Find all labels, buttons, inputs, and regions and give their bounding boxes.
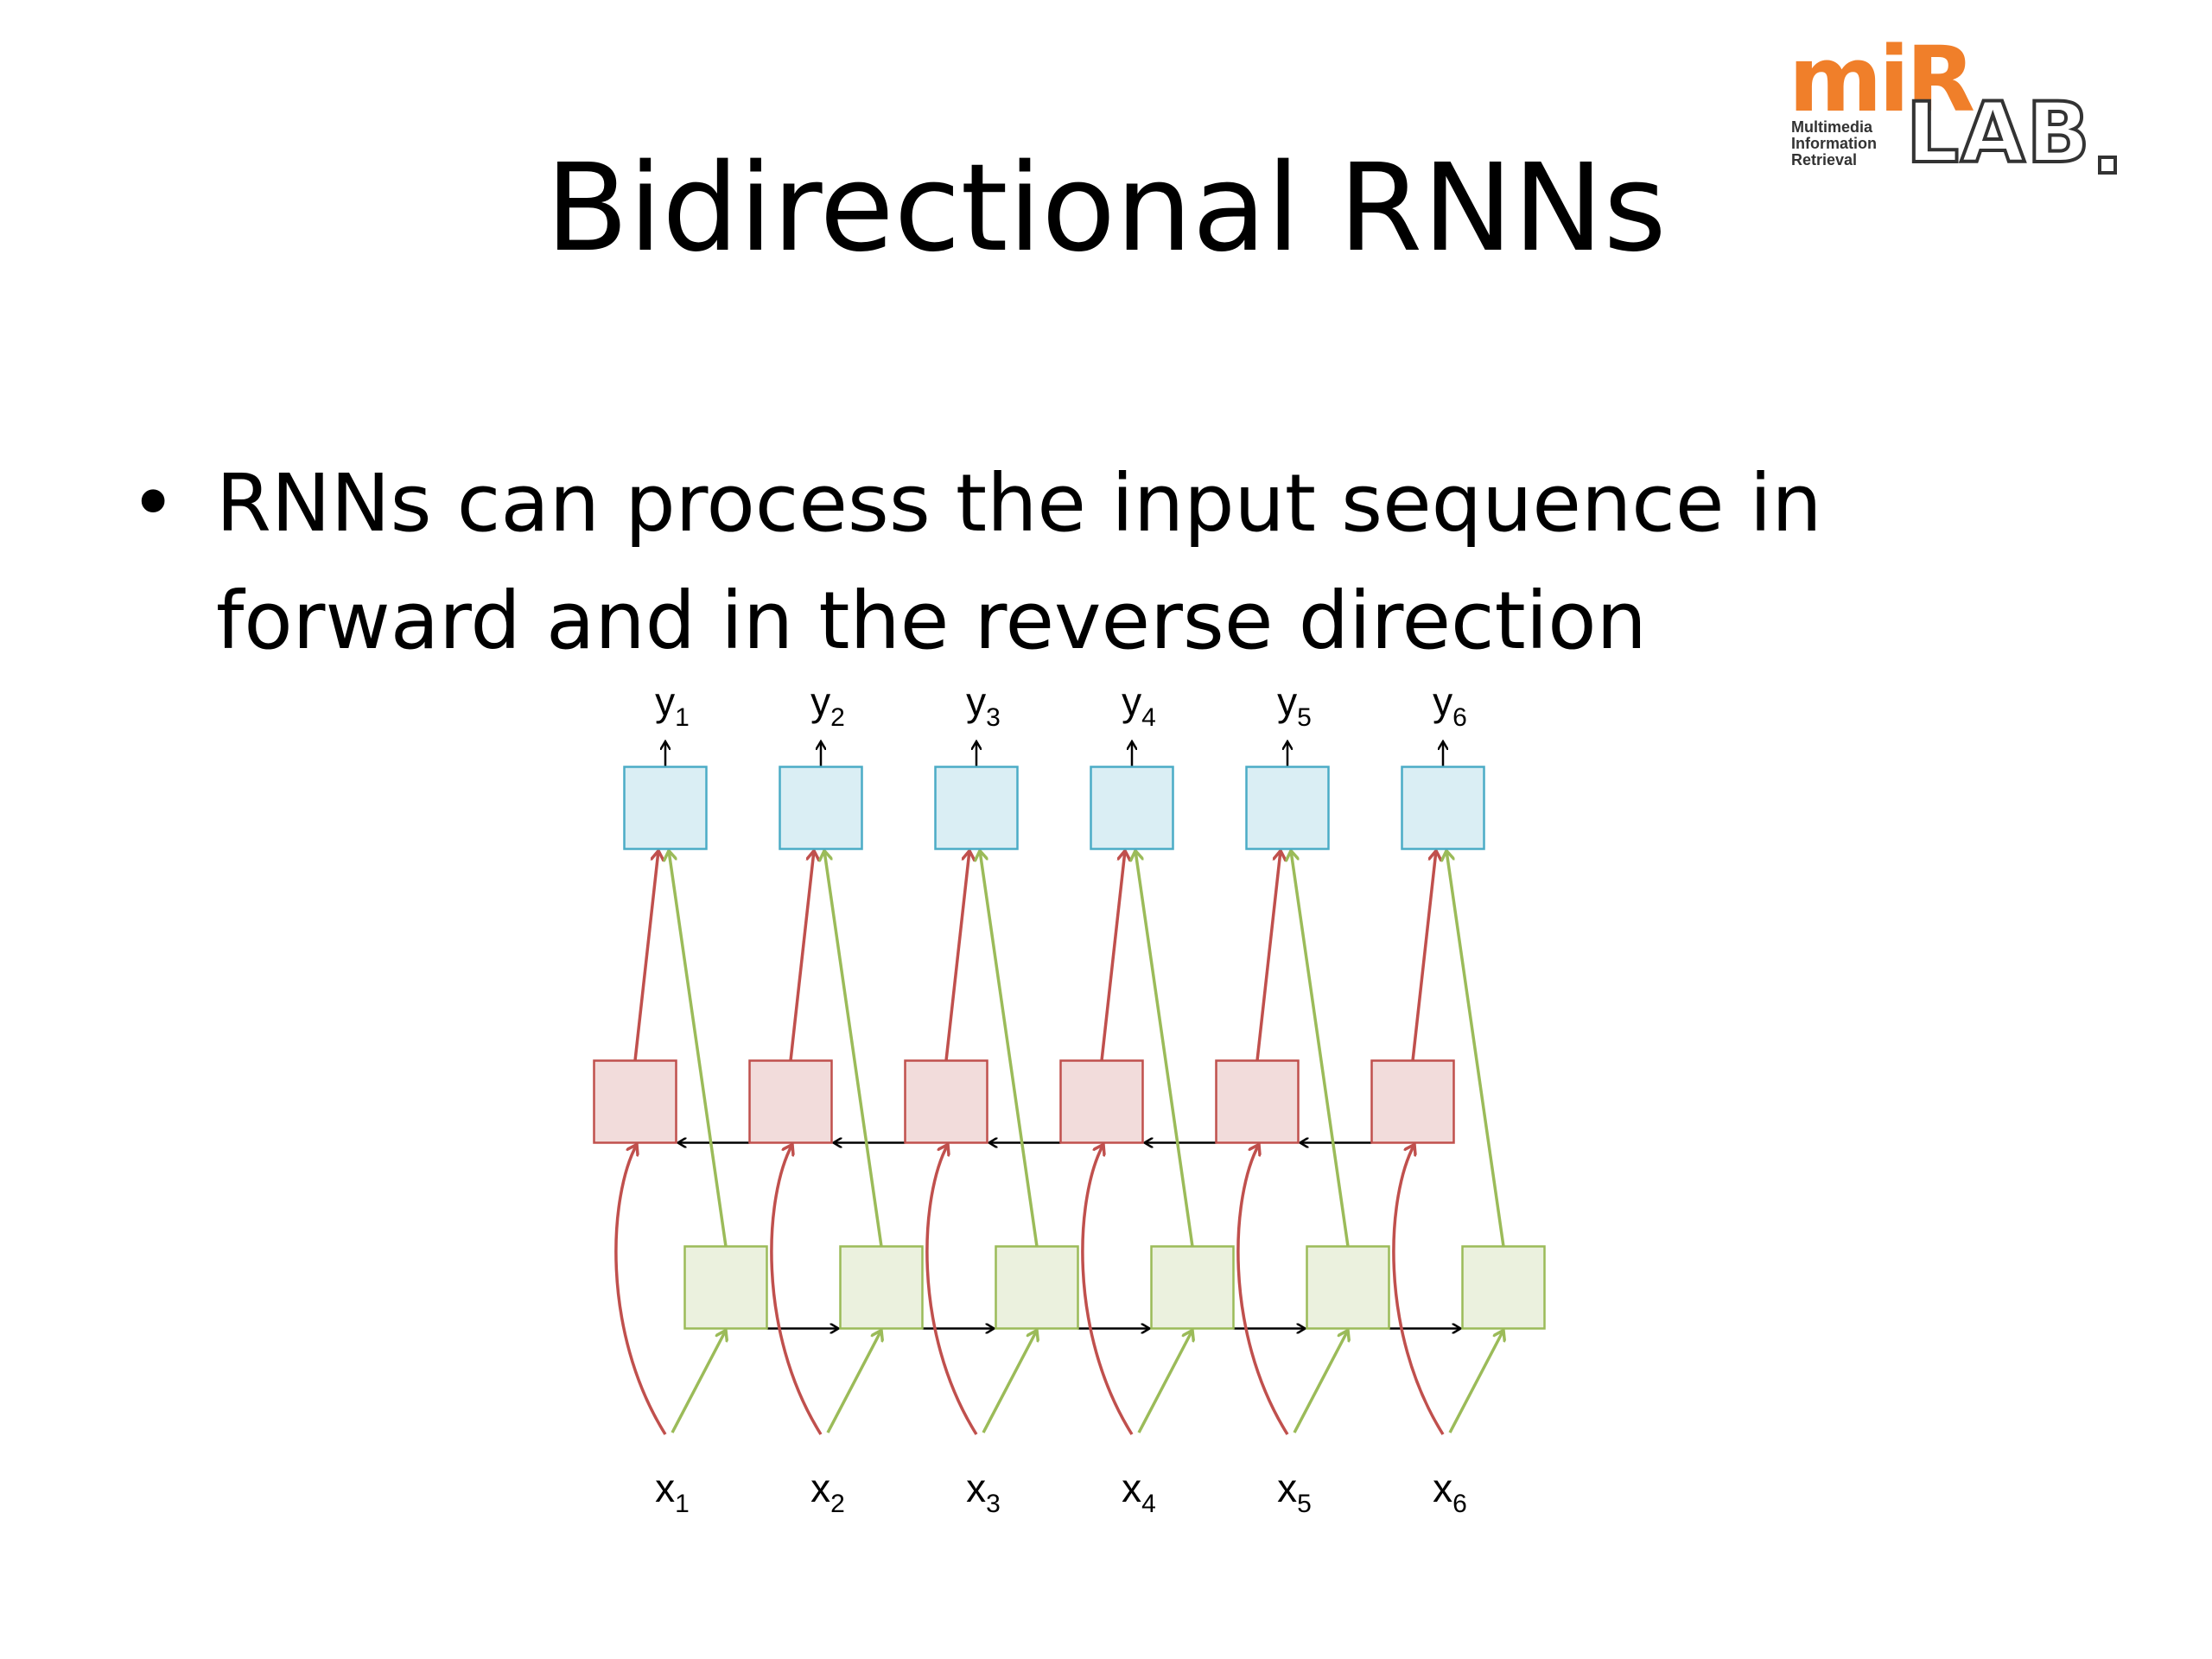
backward-to-output-arrow bbox=[1255, 851, 1281, 1061]
logo-brand: miR bbox=[1789, 27, 1975, 132]
logo-lab: LAB bbox=[1904, 85, 2092, 181]
bullet-line: forward and in the reverse direction bbox=[216, 575, 1647, 667]
forward-to-output-arrow bbox=[1446, 851, 1505, 1247]
input-to-forward-arrow bbox=[982, 1331, 1037, 1433]
output-label: y2 bbox=[810, 679, 845, 732]
input-to-backward-arrow bbox=[925, 1145, 978, 1435]
input-to-forward-arrow bbox=[1137, 1331, 1192, 1433]
output-label: y5 bbox=[1277, 679, 1312, 732]
forward-hidden-node bbox=[683, 1245, 768, 1330]
slide-title: Bidirectional RNNs bbox=[545, 138, 1667, 279]
input-label: x4 bbox=[1122, 1465, 1156, 1518]
logo-subtitle-line: Information bbox=[1791, 135, 1877, 152]
output-node bbox=[779, 766, 863, 850]
input-label: x5 bbox=[1277, 1465, 1312, 1518]
logo-dot bbox=[2098, 156, 2117, 175]
input-label: x3 bbox=[966, 1465, 1001, 1518]
input-to-backward-arrow bbox=[1392, 1145, 1445, 1435]
output-node bbox=[1401, 766, 1485, 850]
backward-hidden-node bbox=[748, 1059, 833, 1144]
forward-to-output-arrow bbox=[824, 851, 883, 1247]
forward-hidden-node bbox=[995, 1245, 1079, 1330]
output-label: y3 bbox=[966, 679, 1001, 732]
output-node bbox=[1090, 766, 1174, 850]
forward-to-output-arrow bbox=[1135, 851, 1194, 1247]
forward-hidden-node bbox=[1150, 1245, 1235, 1330]
bullet-line: RNNs can process the input sequence in bbox=[216, 457, 1822, 550]
backward-to-output-arrow bbox=[1411, 851, 1436, 1061]
input-to-backward-arrow bbox=[1081, 1145, 1134, 1435]
output-label: y1 bbox=[655, 679, 690, 732]
bullet-list: • RNNs can process the input sequence in… bbox=[130, 445, 2031, 680]
input-to-backward-arrow bbox=[1236, 1145, 1289, 1435]
input-to-forward-arrow bbox=[1293, 1331, 1348, 1433]
forward-hidden-node bbox=[1306, 1245, 1390, 1330]
backward-hidden-node bbox=[904, 1059, 988, 1144]
forward-hidden-node bbox=[839, 1245, 924, 1330]
output-label: y4 bbox=[1122, 679, 1156, 732]
input-to-forward-arrow bbox=[826, 1331, 881, 1433]
input-to-forward-arrow bbox=[1448, 1331, 1503, 1433]
input-to-backward-arrow bbox=[614, 1145, 667, 1435]
backward-to-output-arrow bbox=[1100, 851, 1125, 1061]
input-label: x6 bbox=[1433, 1465, 1467, 1518]
bullet-mark: • bbox=[130, 457, 177, 550]
output-label: y6 bbox=[1433, 679, 1467, 732]
forward-to-output-arrow bbox=[1291, 851, 1350, 1247]
backward-to-output-arrow bbox=[944, 851, 969, 1061]
backward-hidden-node bbox=[593, 1059, 677, 1144]
output-node bbox=[623, 766, 708, 850]
backward-to-output-arrow bbox=[633, 851, 658, 1061]
bullet-item: • RNNs can process the input sequence in… bbox=[130, 445, 2031, 680]
input-label: x2 bbox=[810, 1465, 845, 1518]
input-to-backward-arrow bbox=[770, 1145, 823, 1435]
backward-to-output-arrow bbox=[789, 851, 814, 1061]
logo-subtitle-line: Multimedia bbox=[1791, 118, 1873, 136]
input-label: x1 bbox=[655, 1465, 690, 1518]
logo-subtitle-line: Retrieval bbox=[1791, 151, 1858, 168]
backward-hidden-node bbox=[1370, 1059, 1455, 1144]
input-to-forward-arrow bbox=[671, 1331, 726, 1433]
backward-hidden-node bbox=[1059, 1059, 1144, 1144]
backward-hidden-node bbox=[1215, 1059, 1300, 1144]
output-node bbox=[934, 766, 1019, 850]
forward-hidden-node bbox=[1461, 1245, 1546, 1330]
forward-to-output-arrow bbox=[980, 851, 1039, 1247]
output-node bbox=[1245, 766, 1330, 850]
forward-to-output-arrow bbox=[669, 851, 728, 1247]
logo-subtitle: Multimedia Information Retrieval bbox=[1791, 119, 1877, 168]
mirlab-logo: miR Multimedia Information Retrieval LAB bbox=[1789, 35, 2117, 181]
